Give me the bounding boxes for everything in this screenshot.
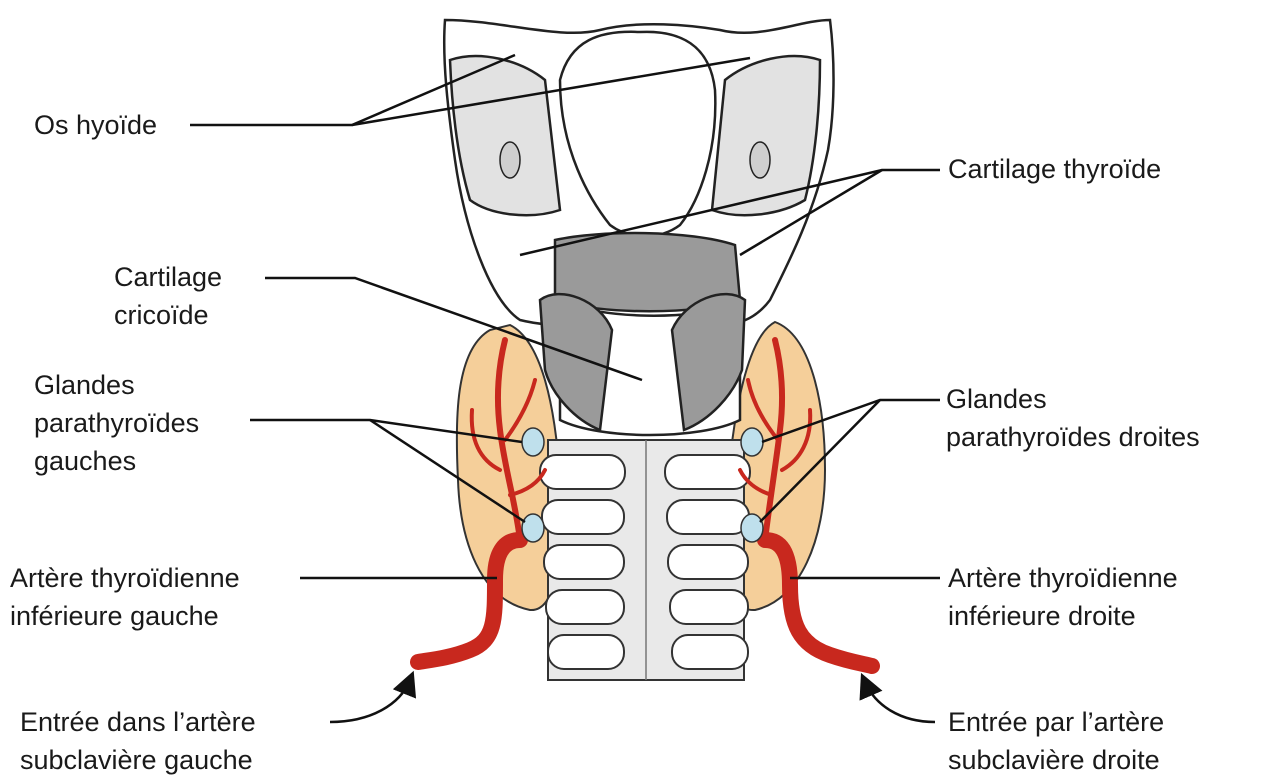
label-parathyroid-right-line1: Glandes — [946, 380, 1200, 418]
label-parathyroid-left: Glandes parathyroïdes gauches — [34, 366, 199, 480]
left-inferior-thyroid-artery — [418, 540, 520, 662]
right-inferior-thyroid-artery — [765, 540, 872, 666]
trachea — [540, 440, 750, 680]
label-entry-left-line1: Entrée dans l’artère — [20, 703, 256, 741]
parathyroid-left-lower — [522, 514, 544, 542]
hyoid-left — [450, 56, 560, 215]
label-artery-left: Artère thyroïdienne inférieure gauche — [10, 559, 240, 635]
hyoid-right — [712, 56, 820, 215]
parathyroid-right-lower — [741, 514, 763, 542]
label-entry-left-line2: subclavière gauche — [20, 741, 256, 779]
label-entry-right-line1: Entrée par l’artère — [948, 703, 1164, 741]
label-parathyroid-left-line3: gauches — [34, 442, 199, 480]
label-artery-left-line2: inférieure gauche — [10, 597, 240, 635]
label-artery-right-line2: inférieure droite — [948, 597, 1178, 635]
label-thyroid-cartilage-text: Cartilage thyroïde — [948, 150, 1161, 188]
label-parathyroid-right-line2: parathyroïdes droites — [946, 418, 1200, 456]
label-artery-left-line1: Artère thyroïdienne — [10, 559, 240, 597]
label-entry-left: Entrée dans l’artère subclavière gauche — [20, 703, 256, 779]
label-thyroid-cartilage: Cartilage thyroïde — [948, 150, 1161, 188]
label-cricoid-cartilage: Cartilage cricoïde — [114, 258, 222, 334]
label-hyoid-bone: Os hyoïde — [34, 106, 157, 144]
label-artery-right: Artère thyroïdienne inférieure droite — [948, 559, 1178, 635]
label-entry-right: Entrée par l’artère subclavière droite — [948, 703, 1164, 779]
parathyroid-left-upper — [522, 428, 544, 456]
label-parathyroid-left-line2: parathyroïdes — [34, 404, 199, 442]
label-cricoid-line1: Cartilage — [114, 258, 222, 296]
label-cricoid-line2: cricoïde — [114, 296, 222, 334]
label-hyoid-text: Os hyoïde — [34, 106, 157, 144]
label-parathyroid-left-line1: Glandes — [34, 366, 199, 404]
label-entry-right-line2: subclavière droite — [948, 741, 1164, 779]
parathyroid-right-upper — [741, 428, 763, 456]
label-artery-right-line1: Artère thyroïdienne — [948, 559, 1178, 597]
label-parathyroid-right: Glandes parathyroïdes droites — [946, 380, 1200, 456]
